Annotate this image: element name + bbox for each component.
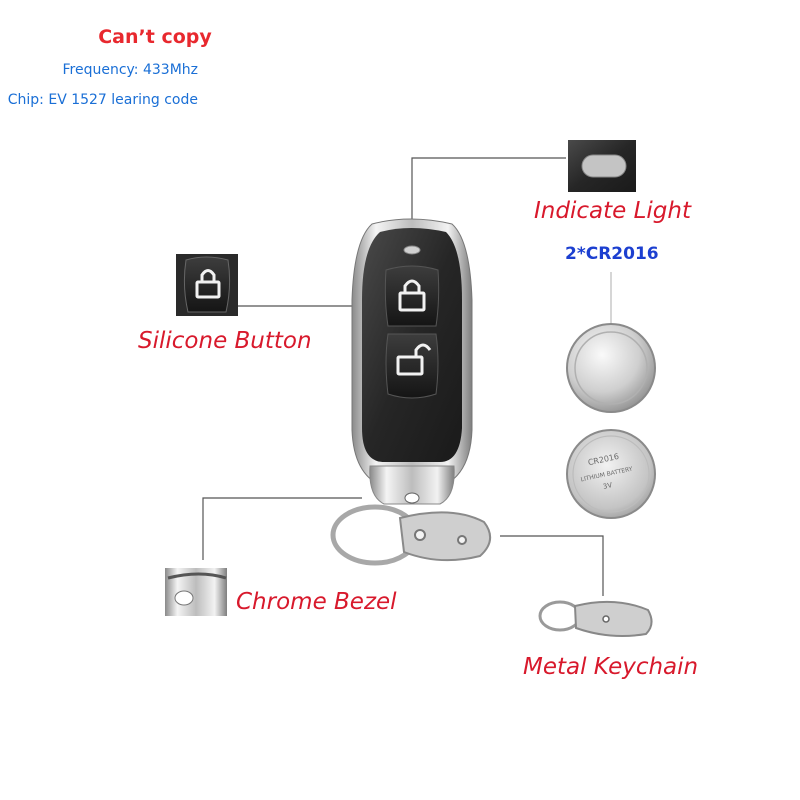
battery-top — [566, 323, 656, 413]
unlock-button — [385, 333, 439, 399]
silicone-button-thumbnail — [176, 254, 238, 316]
leader-line-chrome-bezel — [202, 497, 362, 560]
leader-lines — [202, 157, 612, 596]
unlock-icon — [396, 343, 432, 376]
leader-line-indicate-light — [411, 157, 566, 232]
lock-icon — [398, 279, 426, 312]
indicate-light-thumbnail — [568, 140, 636, 192]
lock-button — [384, 265, 440, 327]
chrome-bezel-thumbnail — [165, 568, 227, 616]
chrome-bottom-cap — [369, 465, 455, 505]
leader-line-metal-keychain — [500, 535, 604, 596]
metal-keychain — [330, 504, 491, 566]
battery-bottom: CR2016 LITHIUM BATTERY 3V — [566, 429, 656, 519]
clasp-rivet — [414, 529, 426, 541]
product-note-title: Can’t copy — [98, 26, 212, 48]
keyring-hole — [404, 492, 420, 504]
label-indicate-light: Indicate Light — [534, 198, 691, 224]
label-chrome-bezel: Chrome Bezel — [236, 589, 397, 615]
label-battery-type: 2*CR2016 — [565, 244, 659, 264]
remote-control — [351, 218, 473, 505]
metal-keychain-thumbnail — [538, 600, 653, 637]
label-metal-keychain: Metal Keychain — [523, 654, 699, 680]
indicator-light — [403, 245, 421, 255]
lock-icon — [195, 269, 221, 299]
clasp-body — [398, 511, 491, 562]
frequency-spec: Frequency: 433Mhz — [62, 62, 199, 78]
label-silicone-button: Silicone Button — [138, 328, 312, 354]
battery-voltage-text: 3V — [602, 481, 613, 491]
chip-spec: Chip: EV 1527 learing code — [7, 92, 198, 108]
